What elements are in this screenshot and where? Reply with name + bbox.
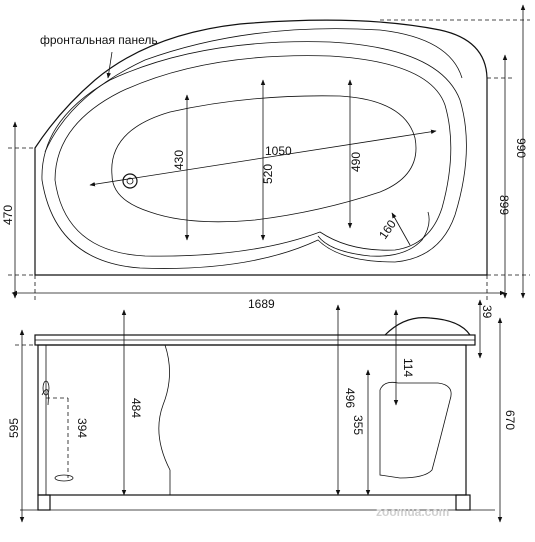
dim-470-label: 470 (1, 205, 15, 225)
dim-1050-label: 1050 (265, 144, 292, 158)
front-panel-leader (106, 51, 113, 79)
side-view-left-edge (41, 345, 49, 495)
dim-39-label: 39 (480, 305, 494, 319)
top-view-drain-icon (122, 173, 138, 189)
front-panel-label: фронтальная панель (40, 33, 158, 47)
top-view-front-panel-line (44, 28, 463, 153)
dim-490-label: 490 (349, 152, 363, 172)
dim-899-label: 899 (497, 195, 511, 215)
dim-496-label: 496 (343, 388, 357, 408)
side-view-headrest (384, 317, 471, 336)
side-view-leg-right (455, 494, 471, 511)
top-view-rim-inner (54, 55, 452, 257)
side-view-drain-icon (54, 474, 74, 482)
top-view: фронтальная панель 1050 430 520 490 160 … (1, 4, 530, 311)
side-view-overflow-icon (42, 380, 50, 396)
dim-990-label: 990 (514, 138, 528, 158)
dim-520-label: 520 (261, 164, 275, 184)
dim-1689-label: 1689 (248, 297, 275, 311)
side-view-leg-left (37, 494, 51, 511)
side-view-inner-basin (379, 381, 452, 479)
dim-430-label: 430 (172, 150, 186, 170)
dim-114-label: 114 (401, 358, 415, 377)
dim-484-label: 484 (129, 398, 143, 418)
dim-160-line (391, 212, 411, 246)
side-view-break-line (158, 344, 171, 495)
top-view-outer-outline (34, 19, 488, 276)
top-view-rim (41, 41, 467, 269)
side-view: 394 484 496 355 114 39 595 670 zoomua.co… (7, 299, 517, 523)
dim-670-label: 670 (503, 410, 517, 430)
dim-355-label: 355 (351, 415, 365, 435)
top-view-seat (317, 211, 430, 257)
side-view-front-panel (37, 344, 467, 496)
top-view-basin (111, 95, 417, 223)
dim-394-label: 394 (75, 418, 89, 438)
watermark: zoomua.com (376, 505, 449, 519)
dim-595-label: 595 (7, 418, 21, 438)
dim-160-label: 160 (376, 217, 399, 242)
